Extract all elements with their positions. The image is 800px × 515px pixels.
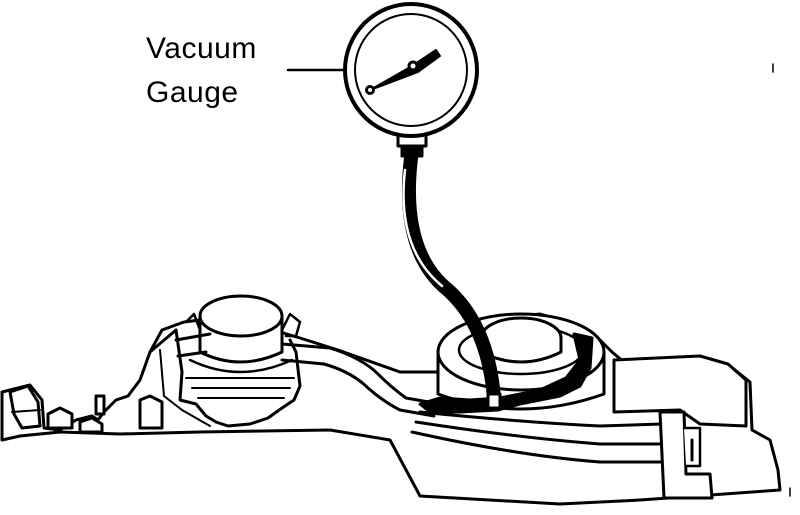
left-cap-flange <box>184 312 302 338</box>
vacuum-hose-highlight <box>402 168 444 288</box>
left-bracket <box>8 384 42 430</box>
wire-bundle-bottom <box>410 430 668 464</box>
post-3 <box>78 416 104 434</box>
vacuum-hose <box>401 143 501 405</box>
upper-hose-lower <box>176 350 436 418</box>
gauge-needle-tail <box>365 85 375 95</box>
gauge-needle-pivot <box>407 60 419 72</box>
post-1 <box>94 394 106 416</box>
wire-bundle-mid <box>414 420 666 446</box>
connector-body <box>658 410 714 500</box>
vacuum-gauge-label-line2: Gauge <box>146 76 239 109</box>
upper-hose <box>174 332 442 406</box>
right-block <box>612 354 748 428</box>
vacuum-gauge-label-line1: Vacuum <box>146 32 257 65</box>
hose-clamp <box>486 392 502 410</box>
post-2 <box>46 406 74 430</box>
gauge-needle <box>369 49 441 91</box>
gauge-fitting <box>400 144 424 158</box>
wire-bundle-top <box>418 410 664 428</box>
post-4 <box>138 394 164 430</box>
left-cap-top <box>198 294 284 338</box>
left-housing-ribs <box>185 377 295 399</box>
left-cap-base <box>188 358 294 374</box>
left-housing-inner <box>159 349 211 427</box>
left-bracket-line <box>11 409 41 413</box>
